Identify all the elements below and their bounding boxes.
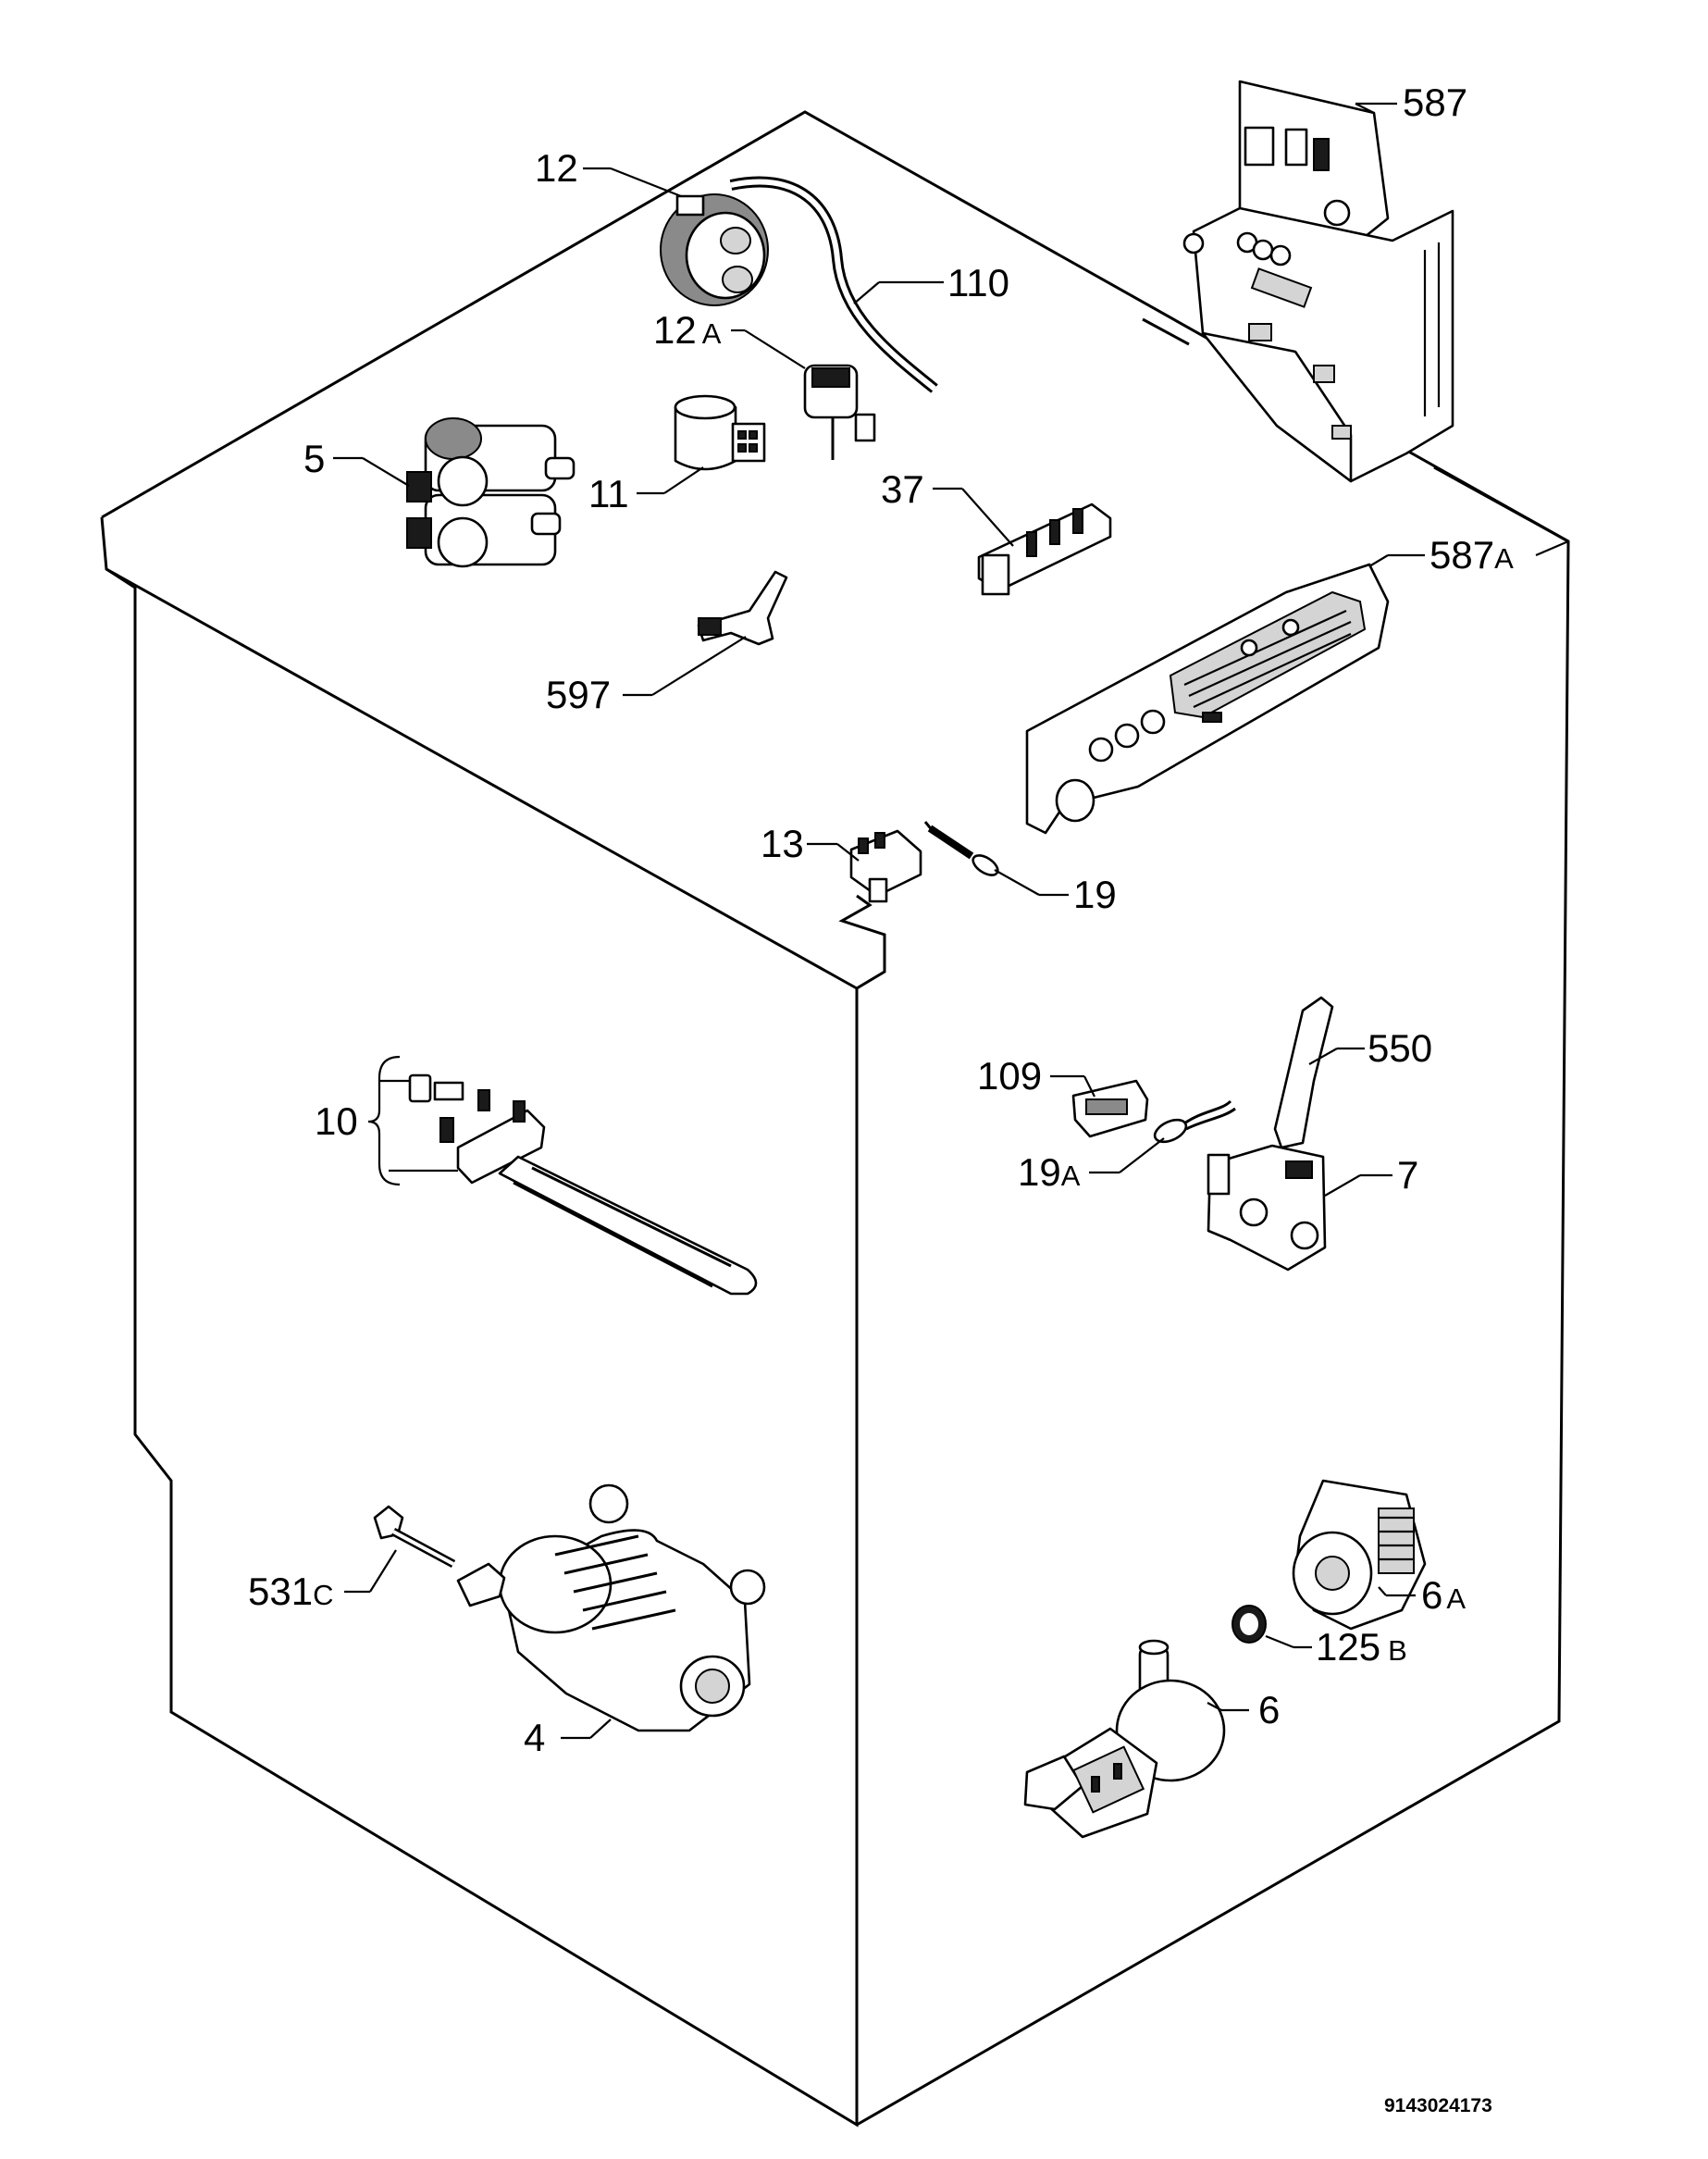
pressure-switch-12 [660,176,938,393]
terminal-block-37 [977,503,1112,596]
callout-587: 587 [1403,81,1467,124]
callout-531c: 531C [248,1570,333,1613]
inlet-valve-5 [406,417,576,568]
callout-10: 10 [315,1099,358,1143]
callout-37: 37 [881,467,924,511]
clip-597 [697,570,788,646]
callout-12: 12 [535,146,578,190]
capacitor-11 [674,394,766,471]
callout-587a: 587A [1430,533,1514,577]
callout-11: 11 [588,472,629,515]
callout-13: 13 [761,822,804,865]
control-panel-587a [1025,563,1390,835]
pump-6a [1292,1479,1427,1631]
pressure-switch-12a [803,364,876,460]
callout-19a: 19A [1018,1150,1081,1194]
screw-531c [373,1505,456,1568]
callout-597: 597 [546,673,611,716]
callout-19: 19 [1073,873,1117,916]
sensor-19 [923,821,999,876]
document-number: 9143024173 [1384,2095,1492,2116]
seal-ring-125b [1231,1605,1267,1644]
door-lock-7 [1207,996,1334,1272]
callout-110: 110 [947,261,1009,304]
callout-4: 4 [524,1716,545,1759]
electronic-module-587 [1182,80,1454,483]
connector-13 [849,829,922,903]
callout-5: 5 [303,437,325,480]
sensor-19a [1153,1099,1236,1144]
callout-7: 7 [1397,1153,1418,1197]
callout-550: 550 [1368,1026,1432,1070]
callout-6: 6 [1258,1688,1280,1731]
cap-109 [1071,1079,1149,1138]
heating-element-10 [408,1073,758,1296]
motor-4 [456,1483,766,1732]
drain-pump-6 [1023,1639,1226,1839]
leader-lines [333,102,1569,1740]
callout-109: 109 [977,1054,1042,1098]
